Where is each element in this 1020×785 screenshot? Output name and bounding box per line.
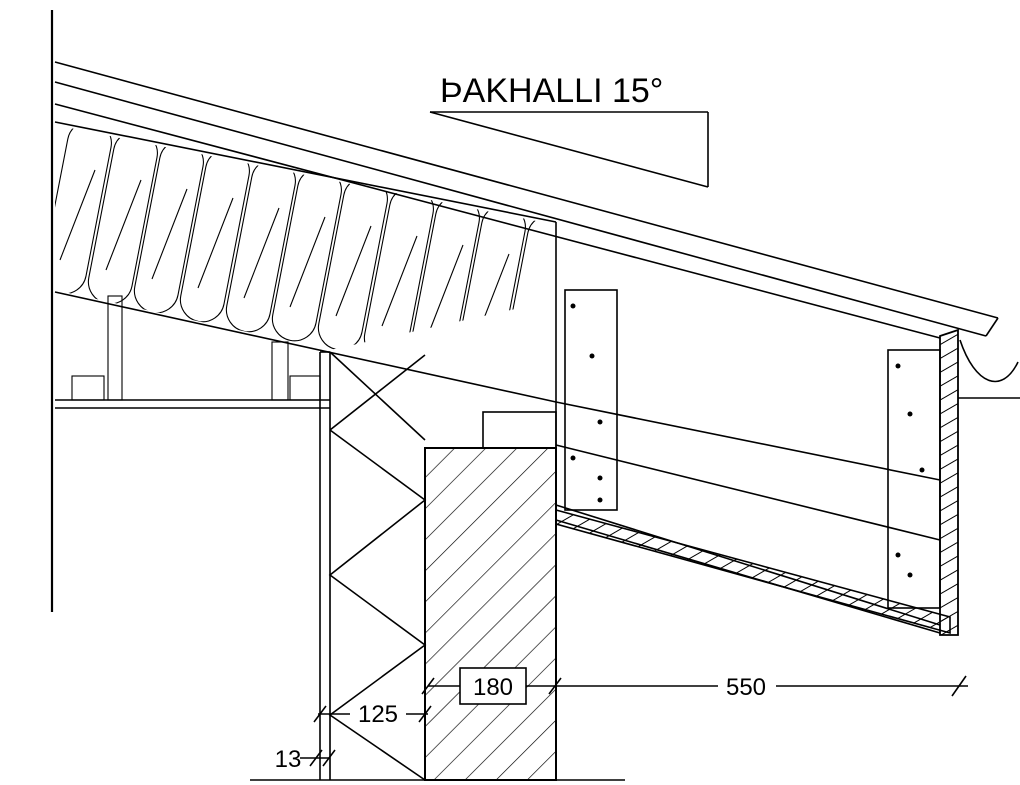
dim-13-label: 13 (275, 746, 302, 773)
dim-180-box (459, 667, 527, 705)
dim-550-label: 550 (726, 674, 766, 701)
wall-boards (319, 351, 331, 780)
ceiling-slope-line (54, 291, 557, 403)
stud-wall-bracing (328, 351, 427, 781)
ceiling-posts (55, 295, 330, 409)
fascia-board (939, 328, 1020, 636)
dim-125-label: 125 (358, 701, 398, 728)
roof-board-line (54, 103, 941, 339)
gutter (959, 339, 1019, 383)
roof-slope-annotation: ÞAKHALLI 15° (429, 72, 709, 188)
eave-overhang (555, 401, 951, 635)
top-plate (482, 411, 557, 449)
nail-plates (564, 289, 941, 609)
slope-hypotenuse (429, 111, 709, 188)
roof-underlay-line (54, 121, 557, 223)
wall-beam (424, 447, 557, 781)
roof-edge (985, 317, 999, 337)
roof-insulation (55, 125, 556, 350)
dim-180-label: 180 (473, 674, 513, 701)
roof-cladding-top (54, 61, 999, 319)
dim-125-bg (350, 701, 406, 727)
roof-cladding-bottom (54, 81, 987, 337)
dim-550-bg (718, 673, 776, 699)
roof-layers (54, 61, 999, 339)
roof-slope-title: ÞAKHALLI 15° (440, 72, 663, 110)
